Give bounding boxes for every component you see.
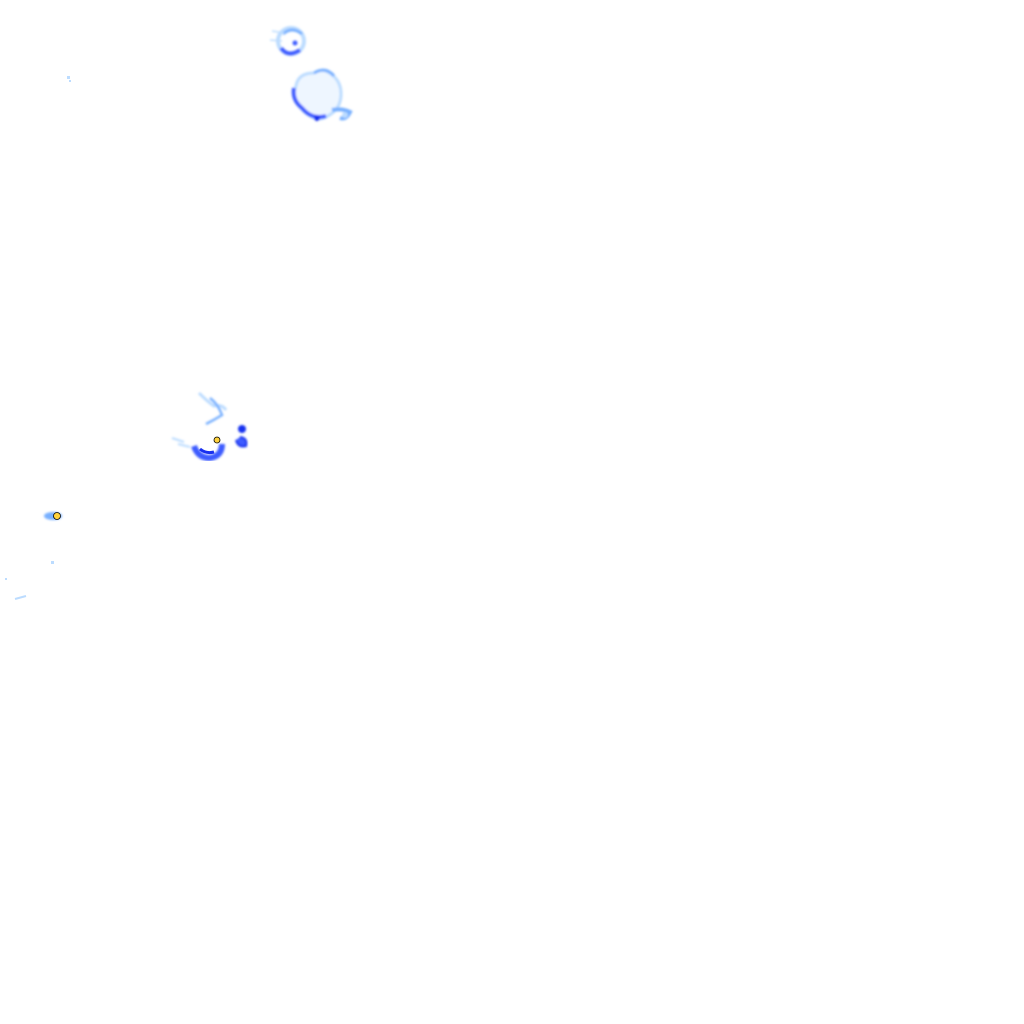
- echo-cluster-central-east: [235, 425, 248, 448]
- echo-cluster-central: [191, 436, 225, 462]
- echo-speckles-southwest: [5, 561, 54, 600]
- echo-heart-north: [291, 68, 353, 121]
- echo-speck-northwest: [67, 76, 71, 82]
- echo-streak-central: [171, 391, 228, 448]
- echo-ring-north: [269, 26, 306, 56]
- echo-cell-west: [44, 512, 62, 520]
